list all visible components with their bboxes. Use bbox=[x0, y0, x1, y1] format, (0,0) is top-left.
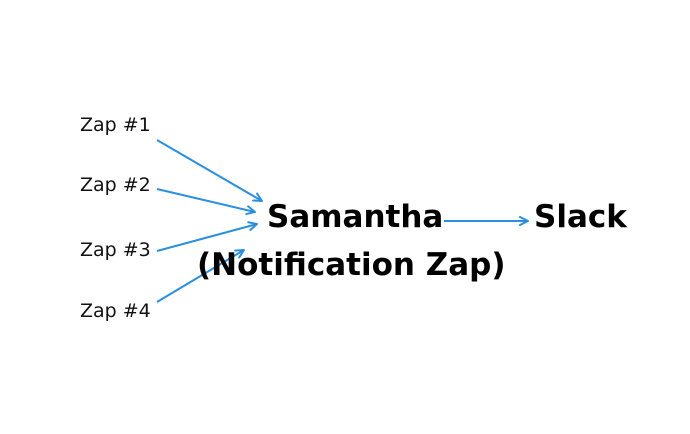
arrow-zap3-to-samantha bbox=[156, 221, 258, 252]
hub-subtitle: (Notification Zap) bbox=[197, 247, 506, 283]
arrow-zap2-to-samantha bbox=[156, 188, 256, 216]
arrow-zap1-to-samantha bbox=[156, 139, 263, 202]
hub-name: Samantha bbox=[267, 199, 444, 235]
target-slack: Slack bbox=[534, 199, 627, 235]
source-zap-1: Zap #1 bbox=[80, 114, 151, 136]
source-zap-2: Zap #2 bbox=[80, 174, 151, 196]
source-zap-4: Zap #4 bbox=[80, 300, 151, 322]
arrow-zap4-to-samantha bbox=[156, 249, 245, 303]
source-zap-3: Zap #3 bbox=[80, 239, 151, 261]
